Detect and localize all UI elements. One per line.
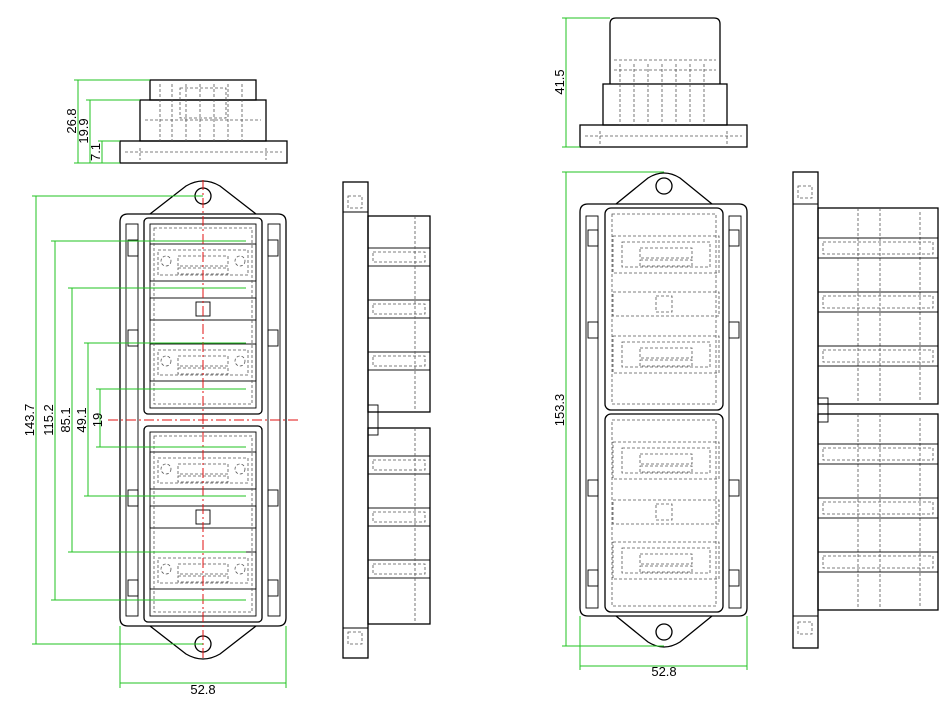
front-view-outer-frame	[119, 213, 287, 627]
top-view-cap	[149, 79, 257, 101]
top-view-body	[139, 99, 267, 142]
right-top-mounting-hole	[655, 177, 673, 195]
dim-width-right: 52.8	[651, 664, 676, 679]
left-front-view: 143.7 115.2 85.1 49.1 19 52.8	[22, 180, 298, 697]
dim-143-7: 143.7	[22, 404, 37, 437]
right-side-view	[792, 171, 939, 649]
right-top-mounting-ear	[615, 172, 713, 205]
right-front-outer-frame	[579, 203, 748, 617]
dim-height-7-1: 7.1	[88, 143, 103, 161]
dim-49-1: 49.1	[74, 407, 89, 432]
bottom-mounting-ear	[149, 625, 257, 660]
right-lower-fuse-cover	[604, 413, 724, 613]
left-top-view: 26.8 19.9 7.1	[64, 79, 288, 164]
dim-85-1: 85.1	[58, 407, 73, 432]
dim-height-153-3: 153.3	[552, 394, 567, 427]
side-view-base	[342, 181, 369, 659]
right-front-view: 153.3 52.8	[552, 171, 748, 679]
right-side-view-base	[792, 171, 819, 649]
dim-115-2: 115.2	[41, 404, 56, 436]
dim-height-19-9: 19.9	[76, 118, 91, 143]
left-side-view	[342, 181, 431, 659]
dim-width-left: 52.8	[190, 682, 215, 697]
right-upper-fuse-cover	[604, 207, 724, 411]
right-bottom-mounting-ear	[615, 615, 713, 648]
right-top-view: 41.5	[552, 17, 748, 148]
right-top-view-cover	[609, 17, 721, 84]
dim-height-41-5: 41.5	[552, 69, 567, 94]
dim-19: 19	[90, 413, 105, 427]
dim-height-26-8: 26.8	[64, 108, 79, 133]
right-bottom-mounting-hole	[655, 623, 673, 641]
